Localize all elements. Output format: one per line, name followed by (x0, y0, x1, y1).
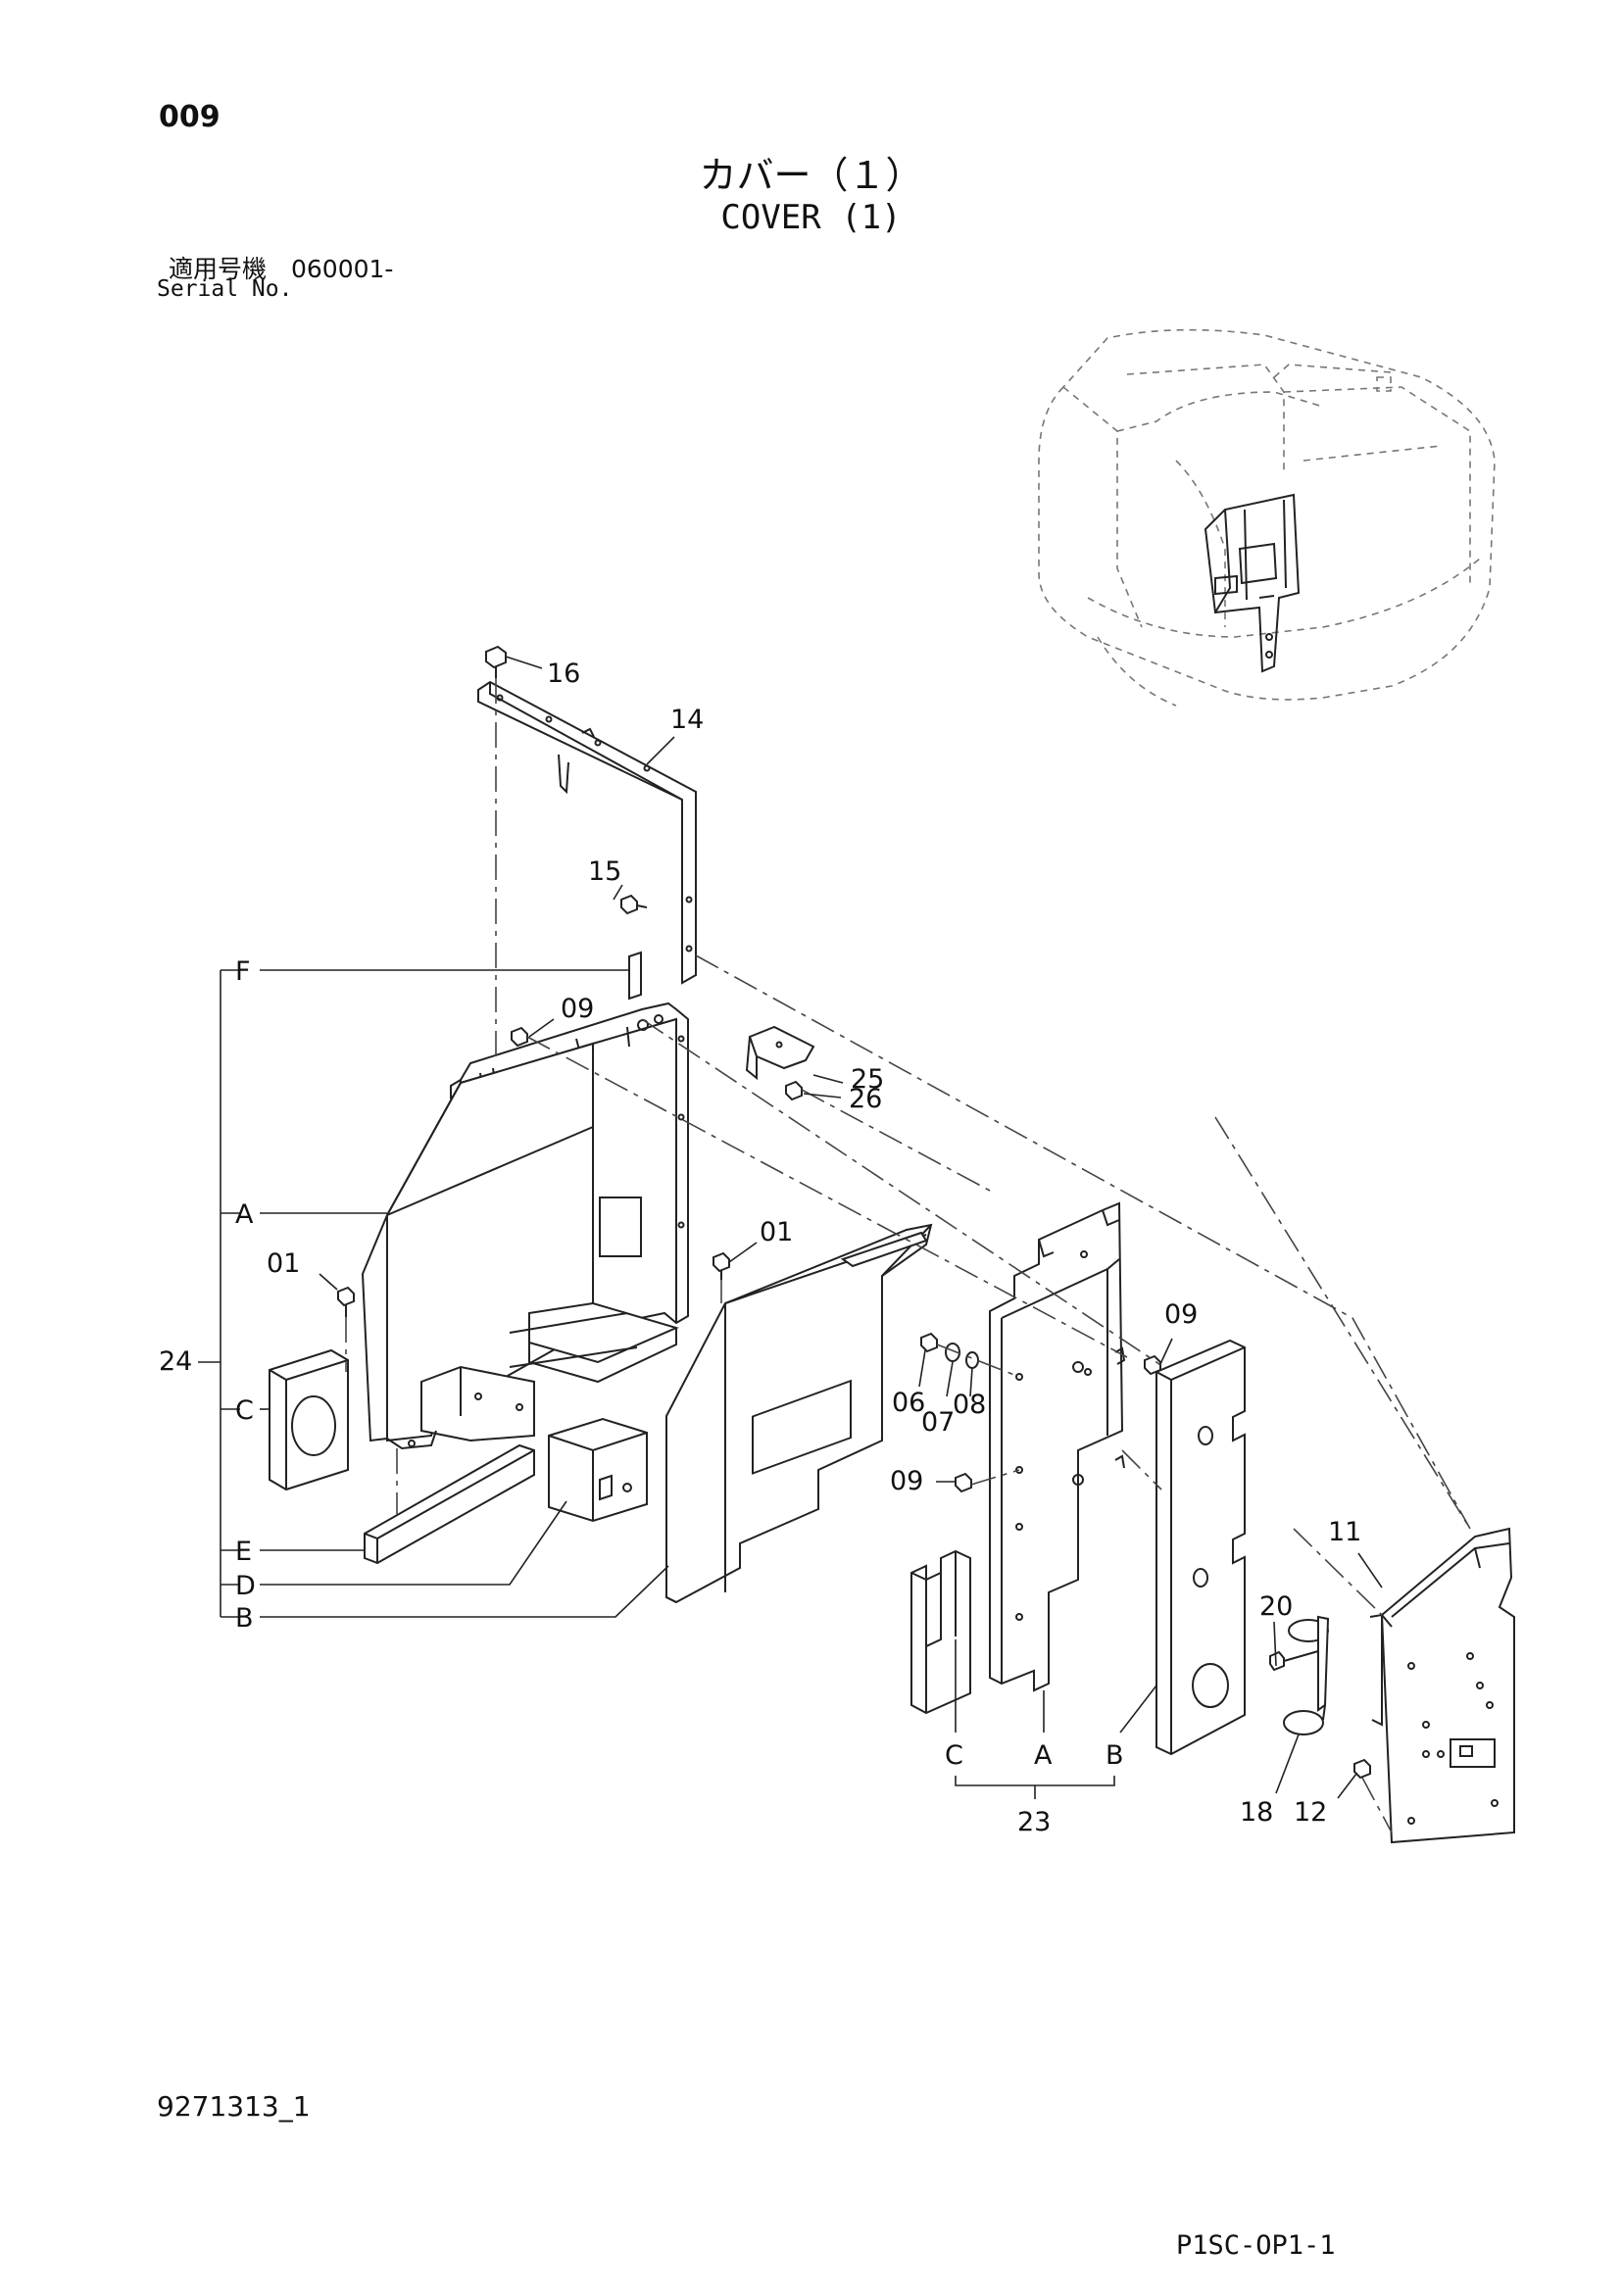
part-16-bolt (485, 645, 507, 678)
serial-range-japanese: 適用号機 060001- (169, 255, 394, 283)
part-12-nut (1353, 1758, 1371, 1780)
part-14-frame (477, 680, 697, 985)
assembly-24-label-F: F (235, 956, 251, 987)
assembly-24-label-C: C (235, 1395, 254, 1426)
callout-09-mid: 09 (890, 1466, 923, 1496)
assembly-23-label-B: B (1106, 1740, 1124, 1771)
alignment-centerlines (345, 678, 1471, 1833)
callout-23: 23 (1017, 1807, 1051, 1837)
callout-16: 16 (547, 659, 580, 689)
part-01-left-bolt (337, 1286, 355, 1307)
part-23-panel-assembly (910, 1201, 1246, 1756)
callout-01-left: 01 (267, 1248, 300, 1279)
callout-01-center: 01 (760, 1217, 793, 1247)
sheet-code: P1SC-OP1-1 (1176, 2230, 1336, 2261)
document-code: 9271313_1 (157, 2090, 311, 2123)
callout-20: 20 (1259, 1591, 1293, 1622)
leader-lines (198, 656, 1383, 1799)
part-09-top-bolt (511, 1026, 528, 1048)
callout-25: 25 (851, 1064, 884, 1095)
callout-18: 18 (1240, 1797, 1273, 1828)
callout-11: 11 (1328, 1517, 1361, 1547)
part-09-mid-bolt (955, 1472, 972, 1493)
assembly-23-label-C: C (945, 1740, 963, 1771)
part-24-F-strip (628, 951, 642, 1001)
callout-08: 08 (953, 1390, 986, 1420)
callout-09-right: 09 (1164, 1299, 1198, 1330)
machine-location-inset (1038, 328, 1496, 707)
callout-26: 26 (849, 1084, 882, 1114)
part-07-washer (945, 1343, 960, 1362)
callout-12: 12 (1294, 1797, 1327, 1828)
callout-14: 14 (670, 705, 704, 735)
part-20-clamp (1269, 1615, 1330, 1712)
part-06-bolt (920, 1332, 938, 1353)
part-26-bolt (785, 1080, 803, 1101)
page-number: 009 (159, 100, 221, 134)
assembly-24-label-B: B (235, 1603, 254, 1634)
callout-24: 24 (159, 1346, 192, 1377)
part-18-clamp (1283, 1704, 1326, 1735)
part-01-center-bolt (713, 1251, 730, 1273)
callout-15: 15 (588, 856, 621, 887)
page-title-english: COVER (1) (720, 198, 902, 237)
callout-07: 07 (921, 1407, 955, 1438)
assembly-24-label-E: E (235, 1537, 252, 1567)
part-15-bolt (620, 894, 648, 915)
serial-label-english: Serial No. (157, 276, 293, 302)
callout-09-top: 09 (561, 994, 594, 1024)
part-24-cover-assembly (269, 1001, 933, 1604)
part-08-washer (965, 1351, 979, 1369)
page-title-japanese: カバー（１） (699, 154, 923, 197)
callout-labels: 16 14 15 09 25 26 01 01 09 06 07 08 09 1… (159, 659, 1361, 1837)
assembly-23-label-A: A (1034, 1740, 1053, 1771)
part-09-right-bolt (1144, 1354, 1161, 1376)
part-11-side-plate (1369, 1527, 1515, 1844)
assembly-24-label-D: D (235, 1571, 256, 1601)
callout-06: 06 (892, 1388, 925, 1418)
part-25-bracket (745, 1025, 815, 1081)
assembly-24-label-A: A (235, 1199, 254, 1230)
